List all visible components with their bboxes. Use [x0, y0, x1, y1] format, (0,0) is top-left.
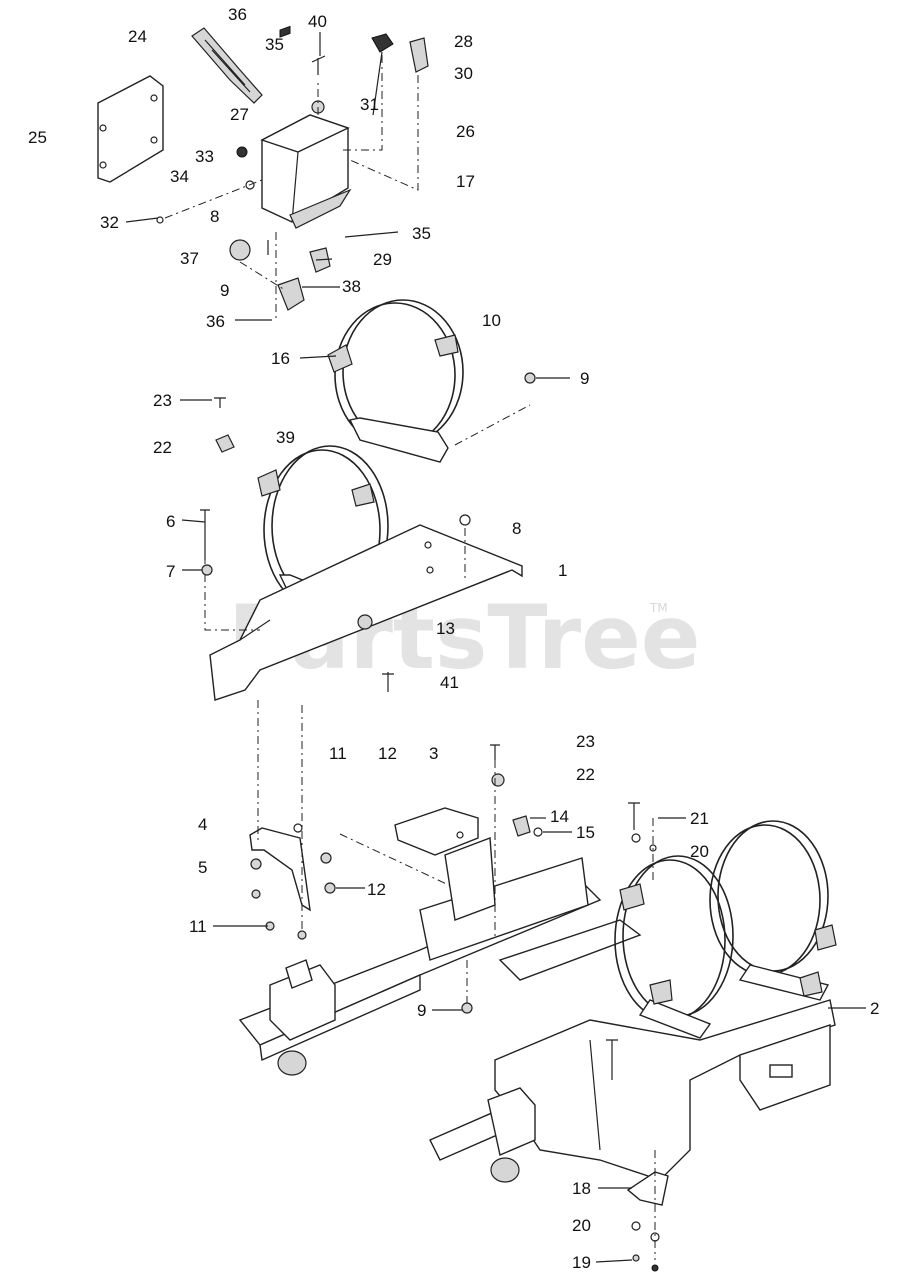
callout-29: 29	[373, 250, 392, 269]
callout-2: 2	[870, 999, 879, 1018]
callout-15: 15	[576, 823, 595, 842]
mount-plate	[200, 372, 536, 701]
callout-10: 10	[482, 311, 501, 330]
callout-9: 9	[580, 369, 589, 388]
callout-26: 26	[456, 122, 475, 141]
callout-16: 16	[271, 349, 290, 368]
callout-37: 37	[180, 249, 199, 268]
callout-33: 33	[195, 147, 214, 166]
callout-6: 6	[166, 512, 175, 531]
callout-36: 36	[206, 312, 225, 331]
callout-24: 24	[128, 27, 147, 46]
callout-28: 28	[454, 32, 473, 51]
callout-27: 27	[230, 105, 249, 124]
callout-41: 41	[440, 673, 459, 692]
callout-31: 31	[360, 95, 379, 114]
callout-8: 8	[512, 519, 521, 538]
callout-38: 38	[342, 277, 361, 296]
bracket-mount	[277, 277, 305, 311]
callout-1: 1	[558, 561, 567, 580]
callout-5: 5	[198, 858, 207, 877]
callout-32: 32	[100, 213, 119, 232]
callout-30: 30	[454, 64, 473, 83]
switch-cap	[371, 33, 394, 53]
callout-25: 25	[28, 128, 47, 147]
callout-34: 34	[170, 167, 189, 186]
callout-20: 20	[572, 1216, 591, 1235]
upper-hoop	[327, 299, 531, 463]
callout-labels: 36 24 35 40 28 30 25 27 31 26 33 34 17 3…	[28, 5, 879, 1272]
callout-12: 12	[367, 880, 386, 899]
callout-4: 4	[198, 815, 207, 834]
ignition-switch	[409, 37, 429, 73]
callout-17: 17	[456, 172, 475, 191]
callout-9: 9	[220, 281, 229, 300]
callout-8: 8	[210, 207, 219, 226]
callout-39: 39	[276, 428, 295, 447]
frame-assembly	[238, 700, 837, 1272]
callout-23: 23	[153, 391, 172, 410]
callout-11: 11	[329, 744, 347, 763]
callout-35: 35	[412, 224, 431, 243]
callout-7: 7	[166, 562, 175, 581]
callout-21: 21	[690, 809, 709, 828]
callout-40: 40	[308, 12, 327, 31]
callout-14: 14	[550, 807, 569, 826]
callout-19: 19	[572, 1253, 591, 1272]
callout-18: 18	[572, 1179, 591, 1198]
callout-3: 3	[429, 744, 438, 763]
control-box-assembly	[97, 25, 429, 318]
callout-13: 13	[436, 619, 455, 638]
callout-20: 20	[690, 842, 709, 861]
callout-36: 36	[228, 5, 247, 24]
knob	[229, 239, 251, 261]
callout-22: 22	[576, 765, 595, 784]
callout-9: 9	[417, 1001, 426, 1020]
callout-35: 35	[265, 35, 284, 54]
callout-22: 22	[153, 438, 172, 457]
box-bracket	[289, 188, 352, 229]
cover-plate	[97, 75, 164, 183]
leader-lines	[125, 32, 866, 1263]
callout-12: 12	[378, 744, 397, 763]
callout-11: 11	[189, 917, 207, 936]
watermark-trademark: TM	[649, 601, 668, 615]
callout-23: 23	[576, 732, 595, 751]
